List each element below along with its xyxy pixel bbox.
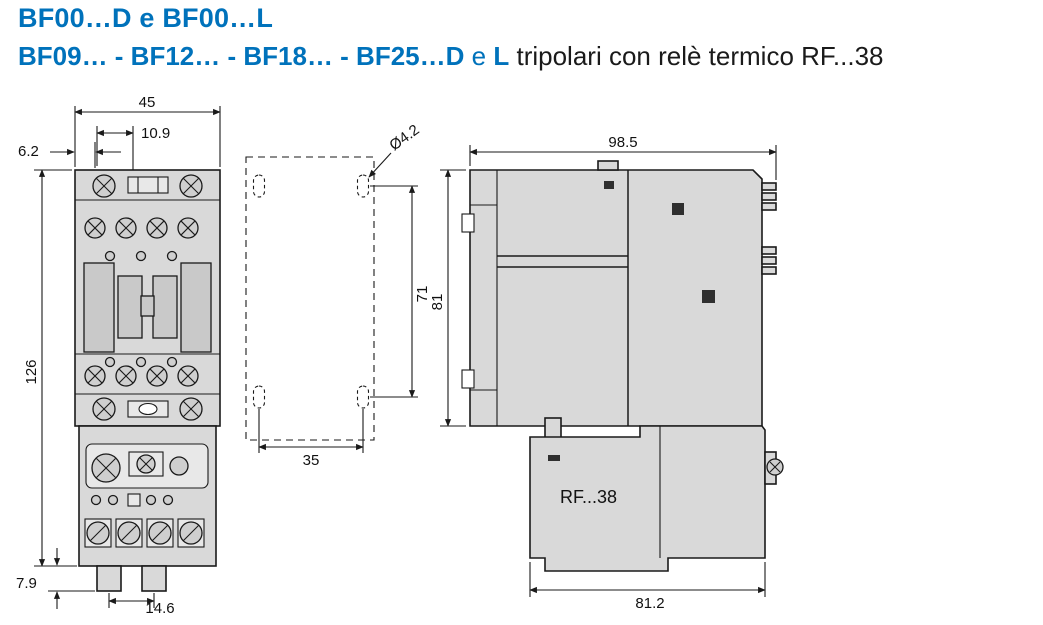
terminal-screw-icon [84,365,106,387]
small-hole-icon [104,356,116,368]
dim-71-label: 71 [414,286,431,303]
dim-7-9-label: 7.9 [16,575,37,592]
title-description: tripolari con relè termico RF...38 [516,40,884,71]
title-line2: BF09… - BF12… - BF18… - BF25…D e L tripo… [18,40,884,73]
relay-terminal-screw-icon [148,521,172,545]
header: BF00…D e BF00…L BF09… - BF12… - BF18… - … [18,2,884,72]
mounting-hole-icon [356,174,370,198]
dim-35-label: 35 [303,452,320,469]
dim-6-2: 6.2 [18,142,121,168]
title-conjunction: e [471,40,487,71]
side-relay-outline [529,425,766,572]
side-contactor-outline [469,169,763,427]
din-rail-clip [461,204,497,391]
dim-6-2-label: 6.2 [18,143,39,160]
dim-98-5: 98.5 [469,134,777,180]
small-hole-icon [135,356,147,368]
dim-81-label: 81 [429,294,446,311]
small-hole-icon [135,250,147,262]
test-button-icon [169,456,189,476]
dim-10-9-label: 10.9 [141,125,170,142]
dim-81-2: 81.2 [529,562,766,612]
terminal-screw-icon [115,365,137,387]
mounting-screw-icon [179,174,203,198]
terminal-screw-icon [146,365,168,387]
side-thermal-relay: RF...38 [529,417,784,572]
dim-71: 71 [370,185,431,398]
mounting-screw-icon [179,397,203,421]
small-hole-icon [104,250,116,262]
dim-14-6-label: 14.6 [145,600,174,617]
front-view: 45 10.9 6.2 126 [16,94,221,617]
terminal-screw-icon [177,365,199,387]
side-view: RF...38 98.5 81 81.2 [429,134,784,612]
dim-45: 45 [74,94,221,167]
terminal-screw-icon [177,217,199,239]
title-models: BF09… - BF12… - BF18… - BF25…D [18,40,465,71]
relay-terminal-screw-icon [117,521,141,545]
dim-126-label: 126 [23,359,40,384]
terminal-screw-icon [146,217,168,239]
small-hole-icon [107,494,119,506]
mounting-hole-icon [252,174,266,198]
adjustment-dial-icon [91,453,121,483]
relay-type-label: RF...38 [560,487,617,507]
dim-hole-dia-label: Ø4.2 [386,121,422,154]
relay-foot [141,565,167,592]
title-l-suffix: L [493,40,510,71]
dim-98-5-label: 98.5 [608,134,637,151]
front-bottom-strip [92,397,203,421]
dim-81-2-label: 81.2 [635,595,664,612]
small-hole-icon [145,494,157,506]
terminal-access-hole [702,290,715,303]
front-pole-windows [83,262,212,353]
small-hole-icon [166,250,178,262]
reset-screw-icon [136,454,156,474]
mounting-hole-icon [252,385,266,409]
dim-10-9: 10.9 [96,125,170,170]
terminal-screw-icon [115,217,137,239]
mounting-drill-plan: Ø4.2 71 35 [245,121,431,469]
mounting-screw-icon [92,397,116,421]
terminal-access-hole [672,203,684,215]
small-hole-icon [162,494,174,506]
terminal-shroud-teeth [761,182,777,275]
small-hole-icon [90,494,102,506]
dim-14-6: 14.6 [108,593,175,617]
mounting-hole-icon [356,385,370,409]
dim-35: 35 [258,409,364,469]
relay-terminal-screw-icon [86,521,110,545]
terminal-screw-icon [84,217,106,239]
dim-hole-dia: Ø4.2 [368,121,423,178]
front-thermal-relay [78,425,217,592]
title-line1: BF00…D e BF00…L [18,3,274,33]
mounting-screw-icon [92,174,116,198]
small-hole-icon [166,356,178,368]
relay-foot [96,565,122,592]
drill-plan-outline [245,156,375,441]
front-top-strip [92,174,203,198]
dim-126: 126 [23,169,76,567]
dim-81: 81 [429,169,466,427]
dim-7-9: 7.9 [16,548,95,609]
relay-terminal-screw-icon [179,521,203,545]
dim-45-label: 45 [139,94,156,111]
